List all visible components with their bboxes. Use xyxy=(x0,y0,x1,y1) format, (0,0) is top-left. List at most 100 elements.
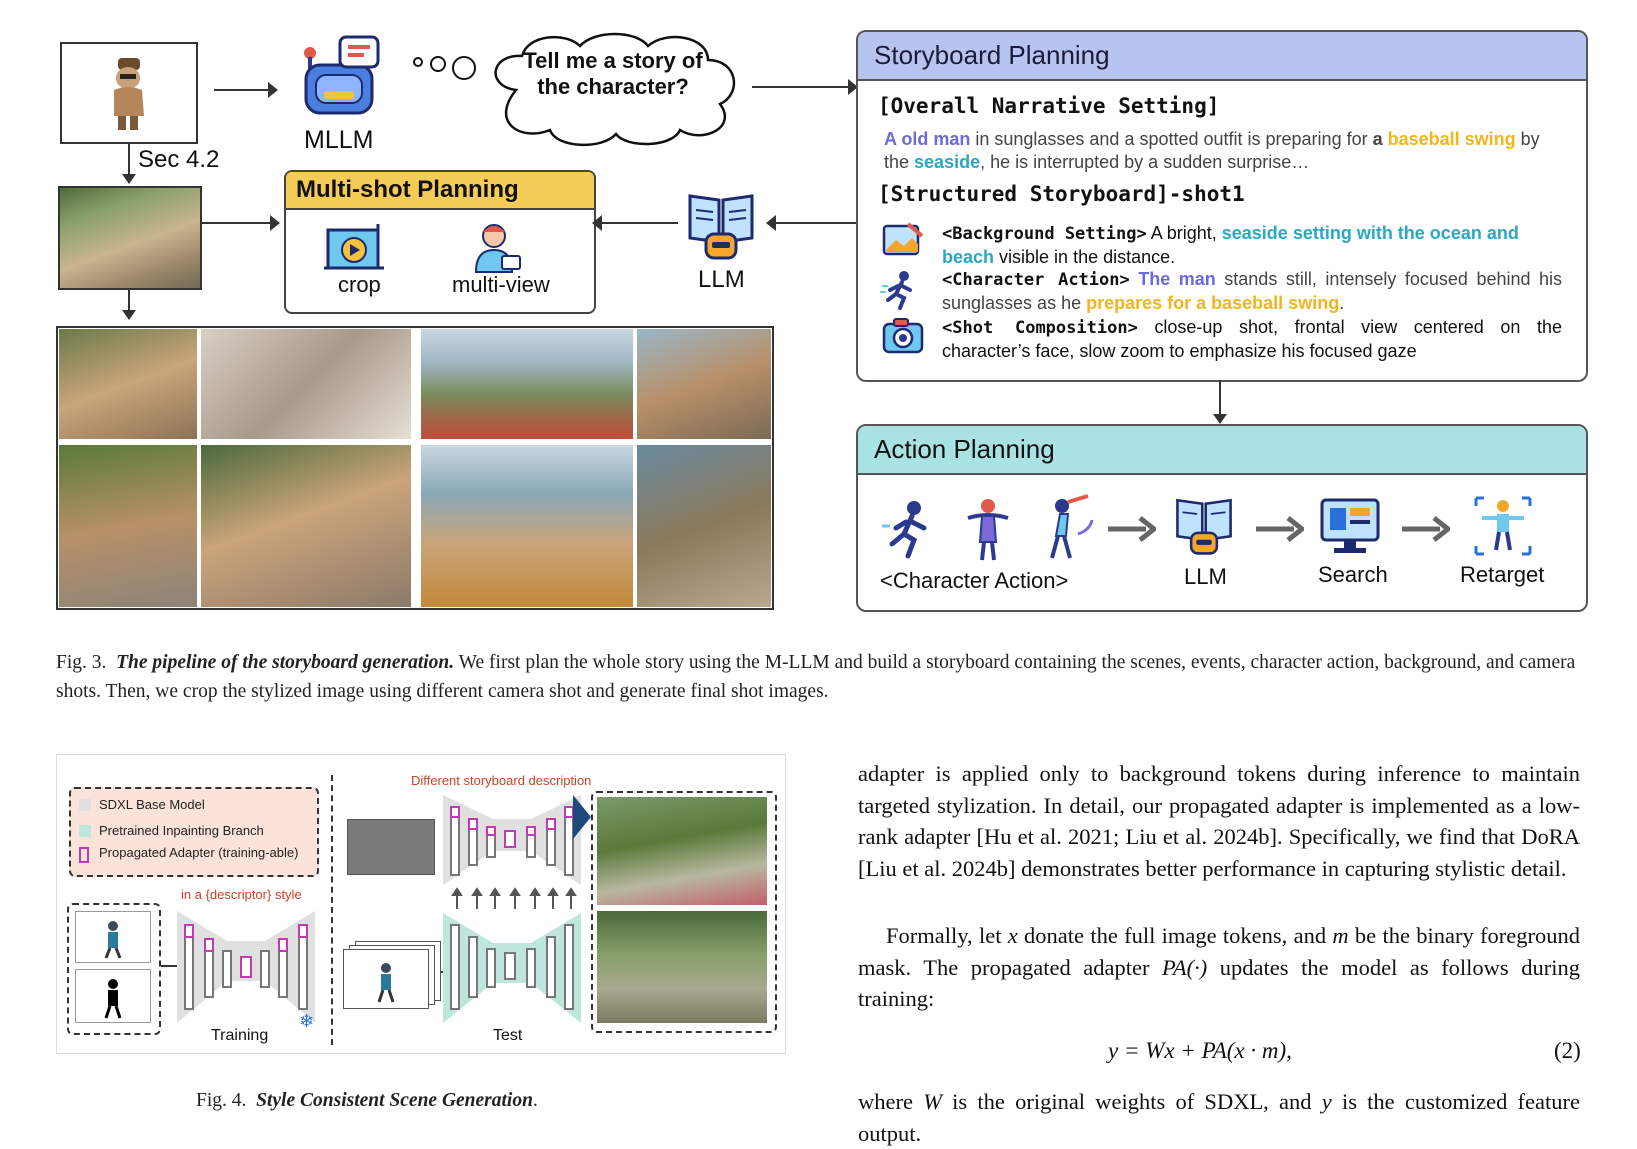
storyboard-phrase: by the xyxy=(884,129,1540,172)
test-frame-stack xyxy=(343,941,441,1009)
llm-label: LLM xyxy=(698,266,745,293)
shot-image-grid xyxy=(56,326,774,610)
arrowhead xyxy=(766,215,776,231)
arrowhead xyxy=(268,82,278,98)
mllm-label: MLLM xyxy=(304,126,374,154)
output-box xyxy=(591,791,777,1033)
p3-a: where xyxy=(858,1089,924,1114)
descriptor-label: in a {descriptor} style xyxy=(181,887,302,902)
p3-b: is the original weights of SDXL, and xyxy=(941,1089,1322,1114)
multiview-label: multi-view xyxy=(452,272,550,297)
storyboard-phrase: in sunglasses and a spotted outfit is pr… xyxy=(970,129,1373,149)
arrow-storyboard-to-action xyxy=(1219,380,1221,416)
figure-4-caption: Fig. 4. Style Consistent Scene Generatio… xyxy=(196,1086,538,1115)
thought-bubbles xyxy=(410,54,480,89)
p2-b: donate the full image tokens, and xyxy=(1017,923,1333,948)
stylized-scene-image xyxy=(58,186,202,290)
structured-heading: [Structured Storyboard]-shot1 xyxy=(878,182,1245,206)
action-planning-title: Action Planning xyxy=(858,426,1586,475)
arrow-to-multishot xyxy=(200,222,272,224)
var-pa: PA(·) xyxy=(1162,954,1208,980)
shot-image xyxy=(200,328,412,440)
caption-prefix: Fig. 3. xyxy=(56,652,107,673)
var-x: x xyxy=(1007,923,1018,948)
mllm-robot-icon xyxy=(300,35,384,124)
arrow-right-icon xyxy=(1402,516,1453,547)
caption-body: We first plan the whole story using the … xyxy=(56,652,1576,702)
overall-heading: [Overall Narrative Setting] xyxy=(878,94,1220,118)
training-label: Training xyxy=(211,1027,269,1044)
storyboard-tag: <Character Action> xyxy=(942,270,1130,290)
arrow-down-grid xyxy=(128,288,130,312)
legend-box xyxy=(69,787,319,877)
body-paragraph-3: where W is the original weights of SDXL,… xyxy=(858,1086,1580,1149)
speech-cloud: Tell me a story of the character? xyxy=(476,30,750,148)
test-label: Test xyxy=(493,1027,523,1044)
storyboard-phrase: a xyxy=(1372,129,1388,149)
arrow-down-sec42 xyxy=(128,142,130,176)
action-text: <Character Action> The man stands still,… xyxy=(942,268,1562,315)
camera-icon xyxy=(882,318,924,359)
var-m: m xyxy=(1332,923,1349,948)
fig4-caption-prefix: Fig. 4. xyxy=(196,1090,247,1111)
legend-label: Pretrained Inpainting Branch xyxy=(99,823,264,838)
llm-book-icon xyxy=(1174,494,1234,563)
storyboard-planning-box: Storyboard Planning [Overall Narrative S… xyxy=(856,30,1588,382)
output-arrow xyxy=(573,795,593,844)
storyboard-phrase: stands still, intensely focused behind h… xyxy=(942,269,1563,313)
storyboard-phrase: A bright, xyxy=(1146,223,1222,243)
search-label: Search xyxy=(1318,562,1388,587)
arrowhead xyxy=(592,215,602,231)
training-unet xyxy=(177,911,315,1023)
legend-swatch-inpaint xyxy=(79,825,91,837)
caption-title: The pipeline of the storyboard generatio… xyxy=(116,652,455,673)
storyboard-phrase: . xyxy=(1339,293,1345,313)
stack-frame xyxy=(343,949,429,1009)
shot-image xyxy=(58,444,198,608)
background-icon xyxy=(882,222,924,265)
arrowhead xyxy=(122,174,136,184)
multiview-icon xyxy=(472,220,524,279)
retarget-skeleton-icon xyxy=(1472,494,1534,563)
var-w: W xyxy=(923,1089,942,1114)
arrow-llm-to-multishot xyxy=(600,222,678,224)
training-frame-color xyxy=(75,911,151,963)
storyboard-phrase: , he is interrupted by a sudden surprise… xyxy=(980,152,1310,172)
cloud-text: Tell me a story of the character? xyxy=(523,48,703,99)
test-unet-bottom xyxy=(443,913,581,1023)
arrow-to-mllm xyxy=(214,89,274,91)
output-image-1 xyxy=(597,797,767,905)
legend-swatch-sdxl xyxy=(79,799,91,811)
training-input-box xyxy=(67,903,161,1035)
crop-icon xyxy=(322,222,390,281)
retarget-label: Retarget xyxy=(1460,562,1545,587)
storyboard-title: Storyboard Planning xyxy=(858,32,1586,81)
dashed-separator xyxy=(331,775,333,1045)
arrow-to-training-unet xyxy=(161,965,183,967)
fig4-caption-title: Style Consistent Scene Generation xyxy=(256,1090,533,1111)
storyboard-phrase: seaside setting with the ocean and beach xyxy=(942,223,1519,267)
figure-4: SDXL Base Model Pretrained Inpainting Br… xyxy=(56,754,786,1054)
noise-latent xyxy=(347,819,435,875)
storyboard-phrase: prepares for a baseball swing xyxy=(1086,293,1340,313)
shot-image xyxy=(636,444,772,608)
arrow-right-icon xyxy=(1256,516,1307,547)
character-input-image xyxy=(60,42,198,144)
body-paragraph-1: adapter is applied only to background to… xyxy=(858,761,1580,881)
arrowhead xyxy=(122,310,136,320)
equation: y = Wx + PA(x · m), xyxy=(1108,1038,1292,1063)
shot-image xyxy=(200,444,412,608)
crop-label: crop xyxy=(338,272,381,297)
shot-image xyxy=(58,328,198,440)
shot-image xyxy=(636,328,772,440)
legend-label: Propagated Adapter (training-able) xyxy=(99,845,299,860)
arrow-to-storyboard xyxy=(752,86,852,88)
storyboard-tag: <Background Setting> xyxy=(942,224,1147,244)
composition-tag: <Shot Composition> xyxy=(942,318,1138,338)
frozen-snowflake-icon: ❄ xyxy=(299,1011,315,1031)
p2-a: Formally, let xyxy=(886,923,1008,948)
sec-label: Sec 4.2 xyxy=(138,146,220,173)
storyboard-phrase: visible in the distance. xyxy=(994,247,1176,267)
arrow-storyboard-to-llm xyxy=(776,222,856,224)
output-image-2 xyxy=(597,911,767,1023)
